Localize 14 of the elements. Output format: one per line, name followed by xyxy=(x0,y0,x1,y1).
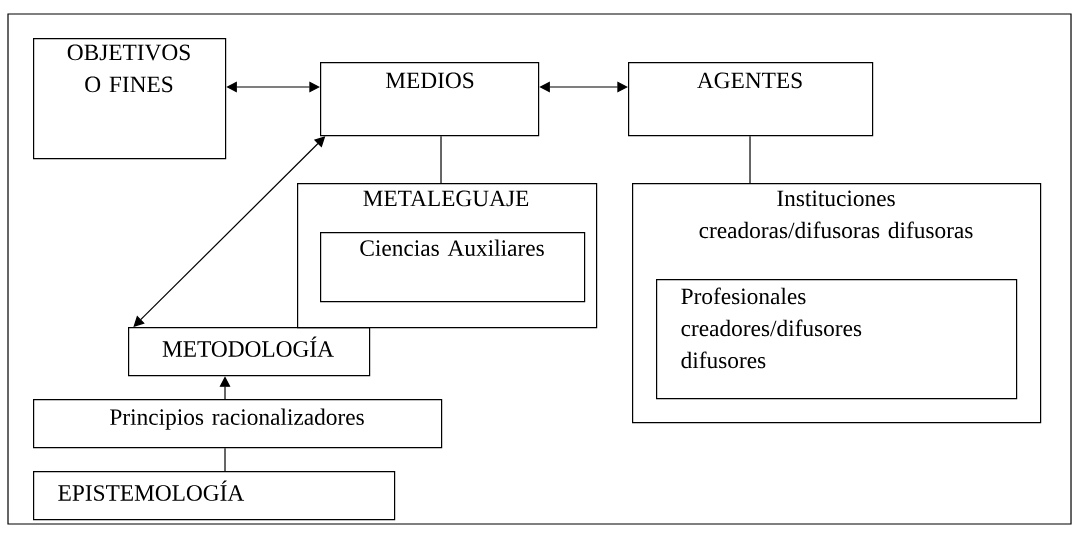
connector-line xyxy=(440,135,442,184)
double-arrow xyxy=(226,81,320,93)
box: Ciencias Auxiliares xyxy=(320,232,586,303)
box: Profesionales creadores/difusores difusores xyxy=(656,279,1018,400)
connector-line xyxy=(749,135,751,184)
double-arrow xyxy=(539,81,628,93)
box: OBJETIVOS O FINES xyxy=(33,38,227,160)
box: MEDIOS xyxy=(320,62,540,137)
connector-line xyxy=(224,447,226,472)
box: Principios racionalizadores xyxy=(33,399,443,449)
arrow xyxy=(219,376,231,400)
box: EPISTEMOLOGÍA xyxy=(33,471,396,521)
box: METODOLOGÍA xyxy=(128,327,371,377)
box: AGENTES xyxy=(628,62,874,137)
